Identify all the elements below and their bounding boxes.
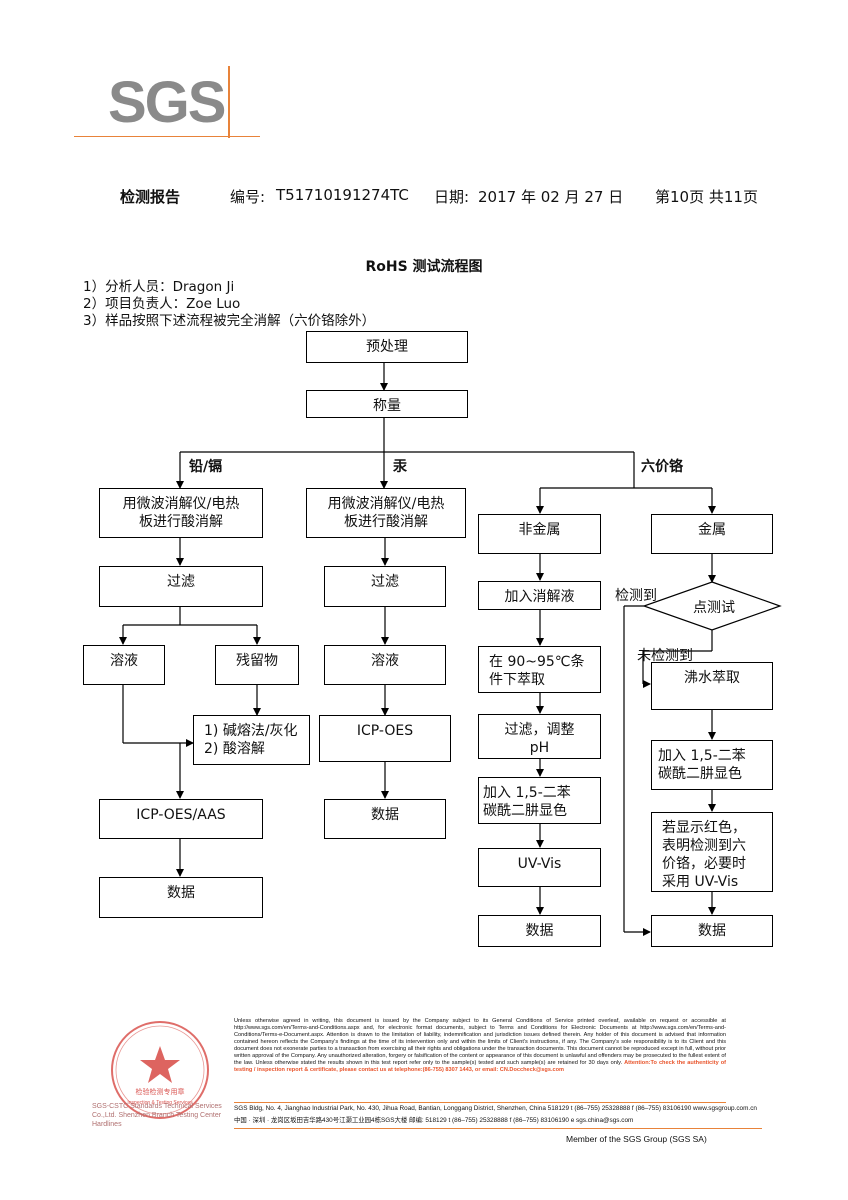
label-detected: 检测到 <box>615 588 657 604</box>
date-label: 日期: <box>434 188 470 206</box>
box-pbcd-residue: 残留物 <box>215 645 299 685</box>
box-hg-digest: 用微波消解仪/电热板进行酸消解 <box>306 488 466 538</box>
spot-test-diamond <box>642 581 782 631</box>
spot-test-label: 点测试 <box>693 600 735 616</box>
box-pbcd-instrument: ICP-OES/AAS <box>99 799 263 839</box>
branch-name: SGS-CSTC Standards Technical Services Co… <box>92 1103 222 1128</box>
box-cr-extract: 在 90~95℃条件下萃取 <box>478 646 601 693</box>
box-hg-instrument: ICP-OES <box>319 715 451 762</box>
box-hg-solution: 溶液 <box>324 645 446 685</box>
box-pbcd-digest: 用微波消解仪/电热板进行酸消解 <box>99 488 263 538</box>
box-cr-metal-data: 数据 <box>651 915 773 947</box>
box-cr-color-nonmetal: 加入 1,5-二苯碳酰二肼显色 <box>478 777 601 824</box>
note-analyst: 1）分析人员：Dragon Ji <box>83 279 235 295</box>
svg-text:Inspection & Testing Services: Inspection & Testing Services <box>127 1100 193 1106</box>
box-cr-add-digestion: 加入消解液 <box>478 581 601 610</box>
sgs-logo: SGS <box>108 70 226 135</box>
report-label: 检测报告 <box>120 188 181 206</box>
logo-accent-vertical <box>228 66 230 138</box>
branch-label-pb-cd: 铅/镉 <box>189 459 223 475</box>
box-cr-metal: 金属 <box>651 514 773 554</box>
footer-divider <box>234 1102 726 1103</box>
box-pretreatment: 预处理 <box>306 331 468 363</box>
company-stamp: 检验检测专用章 Inspection & Testing Services <box>111 1021 209 1119</box>
note-project-lead: 2）项目负责人：Zoe Luo <box>83 296 241 312</box>
branch-label-cr6: 六价铬 <box>641 459 683 475</box>
flowchart-connectors <box>119 362 782 936</box>
box-pbcd-data: 数据 <box>99 877 263 918</box>
box-cr-nonmetal: 非金属 <box>478 514 601 554</box>
address-english: SGS Bldg, No. 4, Jianghao Industrial Par… <box>234 1105 757 1112</box>
box-hg-data: 数据 <box>324 799 446 839</box>
report-number-label: 编号: <box>230 188 266 206</box>
report-number: T51710191274TC <box>276 186 409 204</box>
report-date: 2017 年 02 月 27 日 <box>478 188 624 206</box>
member-statement: Member of the SGS Group (SGS SA) <box>566 1134 707 1144</box>
box-cr-result: 若显示红色，表明检测到六价铬，必要时采用 UV-Vis <box>651 812 773 892</box>
label-not-detected: 未检测到 <box>637 648 693 664</box>
address-chinese: 中国 · 深圳 · 龙岗区坂田吉华路430号江灏工业园4栋SGS大楼 邮编: 5… <box>234 1117 634 1124</box>
logo-accent-horizontal <box>74 136 260 137</box>
box-hg-filter: 过滤 <box>324 566 446 607</box>
branch-label-hg: 汞 <box>393 459 407 475</box>
box-cr-uvvis: UV-Vis <box>478 848 601 887</box>
page-number: 第10页 共11页 <box>655 188 758 206</box>
page-title: RoHS 测试流程图 <box>365 259 483 275</box>
box-weighing: 称量 <box>306 390 468 418</box>
box-cr-nonmetal-data: 数据 <box>478 915 601 947</box>
box-cr-color-metal: 加入 1,5-二苯碳酰二肼显色 <box>651 740 773 790</box>
note-digestion: 3）样品按照下述流程被完全消解（六价铬除外） <box>83 313 376 329</box>
footer-divider-bottom <box>234 1128 762 1129</box>
box-pbcd-filter: 过滤 <box>99 566 263 607</box>
svg-text:检验检测专用章: 检验检测专用章 <box>136 1087 185 1096</box>
box-cr-boil-extract: 沸水萃取 <box>651 662 773 710</box>
authenticity-notice: Attention:To check the authenticity of t… <box>234 1060 727 1074</box>
box-pbcd-solution: 溶液 <box>83 645 165 685</box>
terms-and-conditions: Unless otherwise agreed in writing, this… <box>234 1018 727 1074</box>
